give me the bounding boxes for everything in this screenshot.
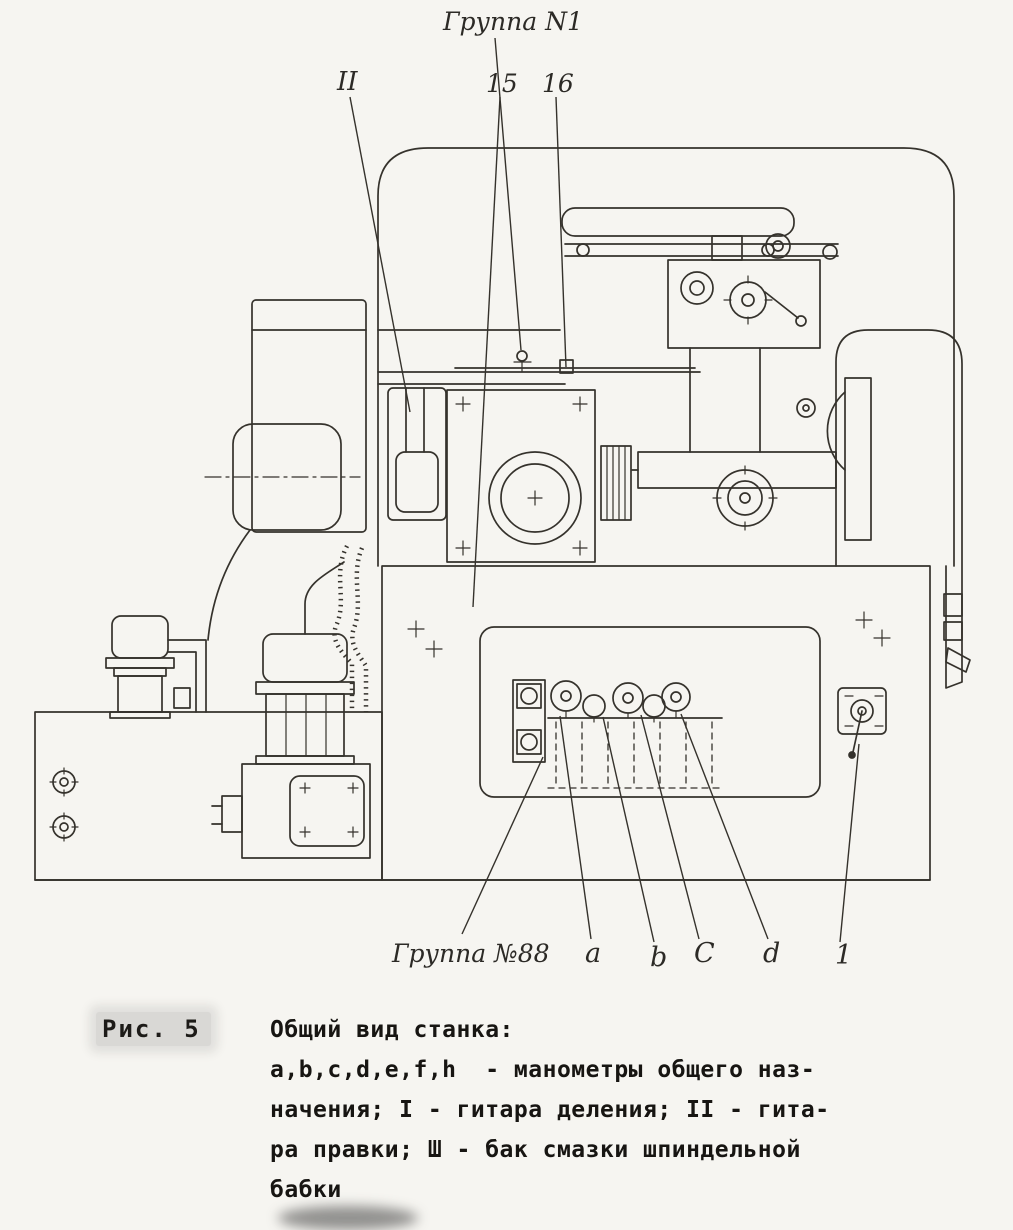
label-ii: II	[336, 67, 358, 97]
pump-unit	[211, 763, 371, 859]
top-cover-rails	[561, 207, 839, 260]
leader-lines	[349, 37, 860, 943]
gear-train-cover	[387, 387, 447, 521]
leader-15	[472, 96, 501, 608]
leader-16	[555, 96, 567, 368]
switch-unit	[837, 687, 887, 759]
leader-a	[559, 715, 592, 940]
small-motor	[105, 615, 175, 719]
leader-d	[680, 713, 769, 940]
leader-ii	[349, 96, 411, 413]
label-b: b	[650, 942, 667, 973]
label-15: 15	[486, 69, 518, 98]
main-housing	[377, 147, 955, 567]
spindle-housing	[796, 377, 872, 541]
caption-line-3: начения; I - гитара деления; II - гита-	[270, 1097, 830, 1123]
top-pipe-fitting	[454, 350, 696, 374]
leader-group-n1	[494, 37, 522, 351]
caption-line-2: a,b,c,d,e,f,h - манометры общего наз-	[270, 1057, 816, 1083]
label-1: 1	[835, 940, 852, 971]
scan-artifact	[278, 1206, 418, 1230]
caption-line-5: бабки	[270, 1177, 342, 1203]
leader-group-88	[461, 756, 544, 935]
table-assembly	[631, 451, 837, 531]
rear-housing	[835, 329, 971, 689]
label-d: d	[763, 938, 780, 969]
leader-b	[602, 716, 655, 943]
pulley	[600, 445, 632, 521]
label-group-n1: Группа N1	[442, 7, 583, 36]
left-upper-box	[204, 299, 367, 533]
base-tank	[34, 711, 383, 881]
pressure-gauges	[547, 680, 723, 789]
piping	[167, 529, 369, 713]
label-group-88: Группа №88	[391, 939, 550, 968]
leader-1	[839, 743, 860, 943]
upper-bracket	[667, 233, 821, 453]
center-plate	[446, 389, 596, 563]
caption-line-1: Общий вид станка:	[270, 1017, 514, 1043]
caption-line-4: ра правки; Ш - бак смазки шпиндельной	[270, 1137, 801, 1163]
gauge-block	[512, 679, 546, 763]
label-c: C	[694, 938, 715, 969]
figure-number: Рис. 5	[96, 1012, 211, 1046]
caption-block: Общий вид станка: a,b,c,d,e,f,h - маноме…	[270, 1010, 890, 1210]
label-16: 16	[542, 69, 574, 98]
diagram-labels: Группа N1 II 15 16 Группа №88 a b C d 1	[336, 7, 852, 973]
leader-c	[640, 714, 700, 940]
lower-cabinet	[381, 565, 931, 881]
large-motor	[255, 633, 355, 765]
label-a: a	[585, 938, 601, 969]
